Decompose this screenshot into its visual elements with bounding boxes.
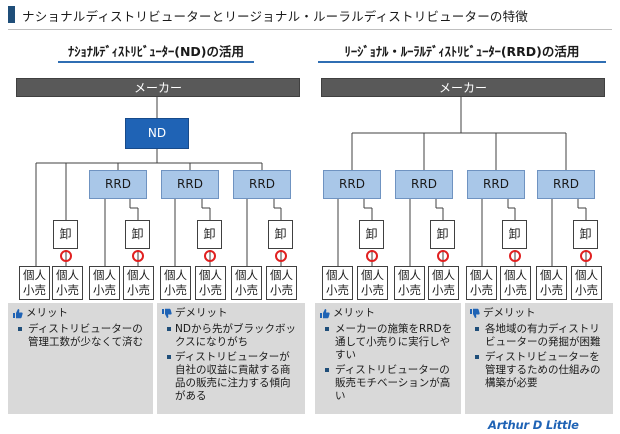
rrd-maker-box: メーカー <box>321 78 605 97</box>
note-title: デメリット <box>175 307 228 319</box>
red-circle-marker <box>204 250 216 262</box>
note-title: メリット <box>26 307 68 319</box>
red-circle-marker <box>437 250 449 262</box>
rrd-wholesaler-box: 卸 <box>430 220 455 249</box>
note-item: ディストリビューターの管理工数が少なくて済む <box>18 323 147 349</box>
note-title: メリット <box>333 307 375 319</box>
page-title: ナショナルディストリビューターとリージョナル・ルーラルディストリビューターの特徴 <box>22 9 529 24</box>
nd-rrd-box: RRD <box>161 170 219 199</box>
arthur-d-little-logo: Arthur D Little <box>488 418 579 432</box>
nd-box: ND <box>125 118 189 149</box>
rrd-demerit-note: デメリット 各地域の有力ディストリビューターの発掘が困難 ディストリビューターを… <box>465 303 613 414</box>
rrd-wholesaler-box: 卸 <box>502 220 527 249</box>
note-item: ディストリビューターが自社の収益に貢献する商品の販売に注力する傾向がある <box>167 351 299 403</box>
nd-retail-box: 個人小売 <box>231 266 262 300</box>
red-circle-marker <box>366 250 378 262</box>
nd-demerit-note: デメリット NDから先がブラックボックスになりがち ディストリビューターが自社の… <box>157 303 305 414</box>
nd-wholesaler-box: 卸 <box>125 220 150 249</box>
nd-wholesaler-box: 卸 <box>268 220 293 249</box>
thumbs-down-icon <box>469 308 480 319</box>
rrd-retail-box: 個人小売 <box>466 266 497 300</box>
red-circle-marker <box>509 250 521 262</box>
rrd-retail-box: 個人小売 <box>357 266 388 300</box>
title-bar: ナショナルディストリビューターとリージョナル・ルーラルディストリビューターの特徴 <box>0 0 620 28</box>
red-circle-marker <box>60 250 72 262</box>
thumbs-up-icon <box>319 308 330 319</box>
rrd-merit-note: メリット メーカーの施策をRRDを通して小売りに実行しやすい ディストリビュータ… <box>315 303 461 414</box>
thumbs-up-icon <box>12 308 23 319</box>
rrd-retail-box: 個人小売 <box>571 266 602 300</box>
title-divider <box>8 29 612 30</box>
note-list: NDから先がブラックボックスになりがち ディストリビューターが自社の収益に貢献す… <box>167 323 299 403</box>
nd-wholesaler-box: 卸 <box>53 220 78 249</box>
note-item: メーカーの施策をRRDを通して小売りに実行しやすい <box>325 323 455 362</box>
rrd-retail-box: 個人小売 <box>536 266 567 300</box>
rrd-box: RRD <box>467 170 525 199</box>
rrd-panel-heading: ﾘｰｼﾞｮﾅﾙ・ﾙｰﾗﾙﾃﾞｨｽﾄﾘﾋﾞｭｰﾀｰ(RRD)の活用 <box>318 41 606 63</box>
note-item: 各地域の有力ディストリビューターの発掘が困難 <box>475 323 607 349</box>
nd-maker-box: メーカー <box>16 78 300 97</box>
note-list: メーカーの施策をRRDを通して小売りに実行しやすい ディストリビューターの販売モ… <box>325 323 455 403</box>
rrd-retail-box: 個人小売 <box>394 266 425 300</box>
red-circle-marker <box>580 250 592 262</box>
red-circle-marker <box>132 250 144 262</box>
nd-retail-box: 個人小売 <box>195 266 226 300</box>
nd-wholesaler-box: 卸 <box>197 220 222 249</box>
rrd-box: RRD <box>537 170 595 199</box>
nd-retail-box: 個人小売 <box>160 266 191 300</box>
red-circle-marker <box>275 250 287 262</box>
nd-merit-note: メリット ディストリビューターの管理工数が少なくて済む <box>8 303 153 414</box>
nd-retail-box: 個人小売 <box>52 266 83 300</box>
nd-retail-box: 個人小売 <box>89 266 120 300</box>
rrd-wholesaler-box: 卸 <box>573 220 598 249</box>
nd-rrd-box: RRD <box>89 170 147 199</box>
title-accent-marker <box>8 6 15 23</box>
rrd-box: RRD <box>395 170 453 199</box>
thumbs-down-icon <box>161 308 172 319</box>
note-item: ディストリビューターの販売モチベーションが高い <box>325 364 455 403</box>
nd-retail-box: 個人小売 <box>266 266 297 300</box>
nd-retail-box: 個人小売 <box>19 266 50 300</box>
nd-panel-heading: ﾅｼｮﾅﾙﾃﾞｨｽﾄﾘﾋﾞｭｰﾀｰ(ND)の活用 <box>58 41 254 63</box>
note-list: 各地域の有力ディストリビューターの発掘が困難 ディストリビューターを管理するため… <box>475 323 607 390</box>
nd-rrd-box: RRD <box>233 170 291 199</box>
rrd-retail-box: 個人小売 <box>428 266 459 300</box>
rrd-box: RRD <box>323 170 381 199</box>
note-item: ディストリビューターを管理するための仕組みの構築が必要 <box>475 351 607 390</box>
rrd-retail-box: 個人小売 <box>500 266 531 300</box>
nd-retail-box: 個人小売 <box>123 266 154 300</box>
rrd-retail-box: 個人小売 <box>322 266 353 300</box>
note-item: NDから先がブラックボックスになりがち <box>167 323 299 349</box>
note-title: デメリット <box>483 307 536 319</box>
note-list: ディストリビューターの管理工数が少なくて済む <box>18 323 147 349</box>
rrd-wholesaler-box: 卸 <box>359 220 384 249</box>
